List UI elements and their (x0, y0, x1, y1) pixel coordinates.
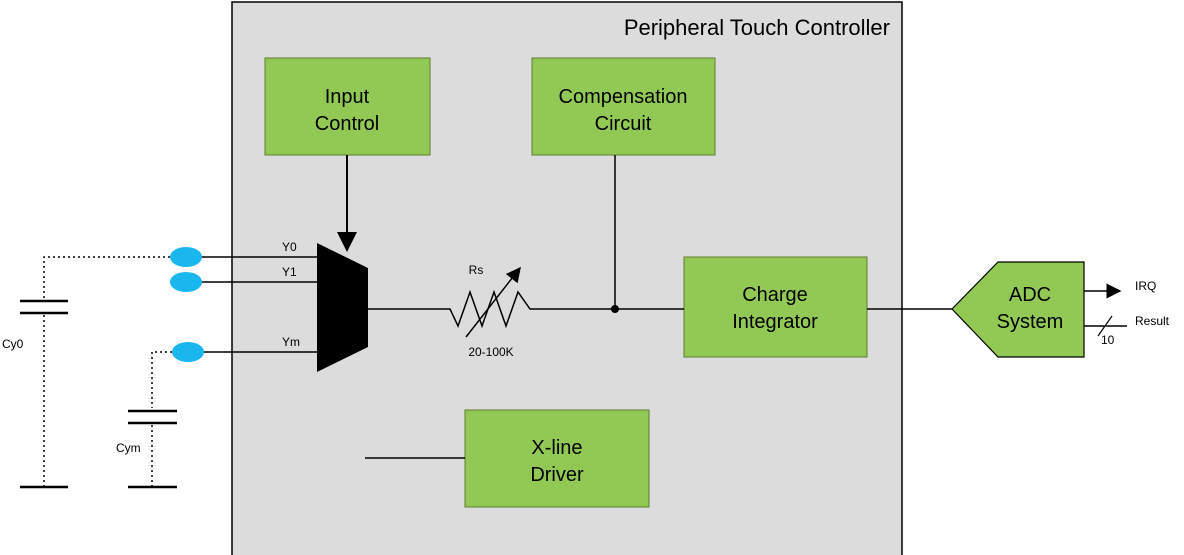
adc-label-2: System (997, 311, 1064, 333)
capacitor-cy0-label: Cy0 (2, 337, 24, 351)
irq-label: IRQ (1135, 279, 1156, 293)
xline-driver-block: X-line Driver (464, 409, 650, 508)
bus-slash (1097, 315, 1113, 337)
adc-label-1: ADC (1009, 284, 1051, 306)
result-label: Result (1135, 314, 1170, 328)
xline-driver-label-2: Driver (530, 464, 584, 486)
resistor-variable-arrow (465, 266, 521, 338)
adc-system-block: ADC System (951, 261, 1085, 358)
compensation-label-2: Circuit (595, 113, 652, 135)
pin-y0-label: Y0 (282, 240, 297, 254)
pin-y1-label: Y1 (282, 265, 297, 279)
capacitor-cy0 (20, 256, 170, 489)
pin-ym-label: Ym (282, 335, 300, 349)
resistor-range-label: 20-100K (468, 345, 513, 359)
pin-y0-pad (170, 247, 202, 267)
capacitor-cym (128, 351, 177, 489)
junction-dot (611, 305, 619, 313)
compensation-circuit-block: Compensation Circuit (531, 57, 716, 156)
charge-integrator-label-2: Integrator (732, 311, 818, 333)
input-control-label-1: Input (325, 86, 370, 108)
bus-width-label: 10 (1101, 333, 1115, 347)
resistor-name-label: Rs (469, 263, 484, 277)
capacitor-cym-label: Cym (116, 441, 141, 455)
charge-integrator-label-1: Charge (742, 284, 808, 306)
multiplexer (317, 243, 368, 372)
input-control-block: Input Control (264, 57, 431, 156)
controller-title: Peripheral Touch Controller (624, 15, 890, 40)
charge-integrator-block: Charge Integrator (683, 256, 868, 358)
compensation-label-1: Compensation (559, 86, 688, 108)
input-control-label-2: Control (315, 113, 379, 135)
pin-ym-pad (172, 342, 204, 362)
pin-y1-pad (170, 272, 202, 292)
xline-driver-label-1: X-line (531, 437, 582, 459)
